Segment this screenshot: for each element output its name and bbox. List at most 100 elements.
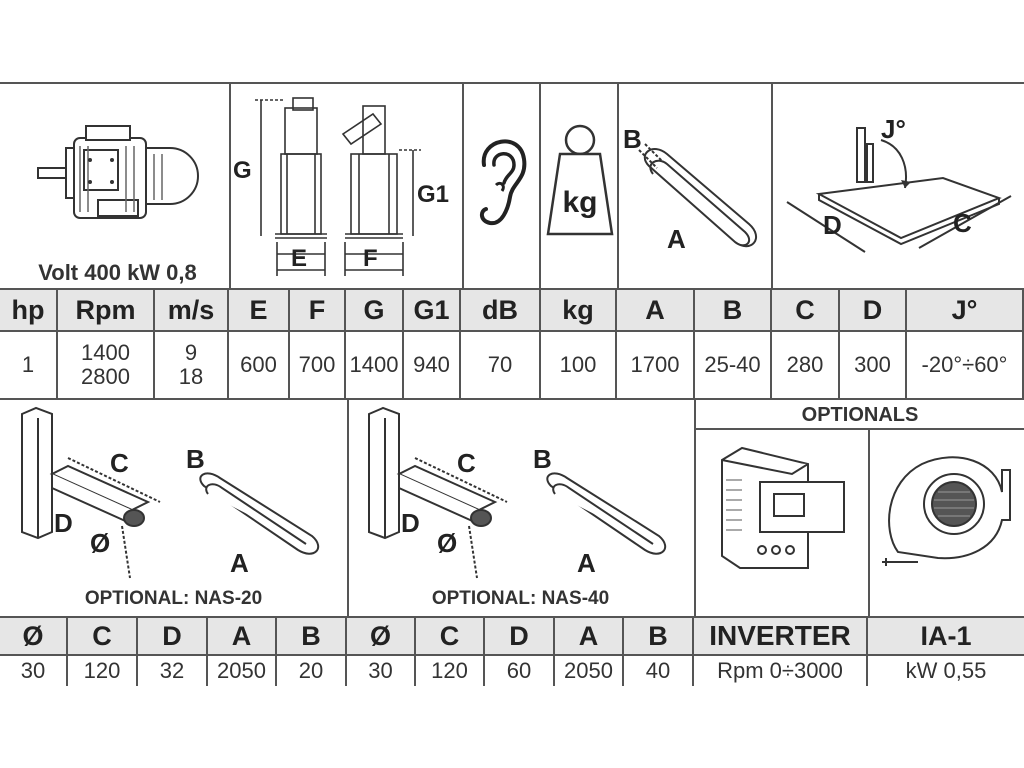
nas20-b-label: B: [186, 444, 205, 474]
dim-e-label: E: [291, 245, 307, 272]
spec-value-line: 18: [178, 364, 204, 389]
nas20-value: 30: [0, 654, 68, 686]
nas40-value: 2050: [555, 654, 624, 686]
spec-value: 25-40: [695, 332, 772, 398]
spec-value: 1700: [617, 332, 695, 398]
nas20-caption: OPTIONAL: NAS-20: [84, 588, 263, 609]
nas40-b-label: B: [533, 444, 552, 474]
nas40-header: D: [485, 616, 555, 654]
spec-header: dB: [461, 290, 541, 332]
nas40-d-label: D: [401, 508, 420, 538]
nas20-header: A: [208, 616, 277, 654]
spec-value-line: 70: [487, 352, 513, 377]
machine-dimensions-diagram: G G1 E F: [233, 97, 449, 276]
inverter-header: INVERTER: [694, 616, 868, 654]
spec-header: E: [229, 290, 290, 332]
nas20-diameter-label: Ø: [90, 528, 110, 558]
nas20-value: 20: [277, 654, 347, 686]
divider: [229, 82, 231, 290]
spec-value: 300: [840, 332, 907, 398]
divider: [347, 398, 349, 686]
nas40-diagram: C B D Ø A: [368, 406, 666, 579]
divider: [868, 428, 870, 686]
spec-value-line: 2800: [81, 364, 130, 389]
nas20-header: C: [68, 616, 138, 654]
nas40-a-label: A: [577, 548, 596, 578]
spec-value: 100: [541, 332, 617, 398]
spec-header: hp: [0, 290, 58, 332]
nas40-diameter-label: Ø: [437, 528, 457, 558]
divider: [696, 428, 1024, 430]
spec-value-line: 280: [786, 352, 824, 377]
divider: [462, 82, 464, 290]
nas20-a-label: A: [230, 548, 249, 578]
spec-header: G: [346, 290, 404, 332]
divider: [539, 82, 541, 290]
nas40-c-label: C: [457, 448, 476, 478]
spec-value: 700: [290, 332, 346, 398]
spec-header: A: [617, 290, 695, 332]
motor-caption: Volt 400 kW 0,8: [38, 260, 197, 285]
spec-value-line: 100: [559, 352, 597, 377]
spec-value: 600: [229, 332, 290, 398]
ear-icon: [479, 139, 527, 226]
nas40-value: 40: [624, 654, 694, 686]
nas20-value: 32: [138, 654, 208, 686]
nas20-diagram: C B D Ø A: [21, 406, 319, 579]
nas20-value: 120: [68, 654, 138, 686]
spec-value: 70: [461, 332, 541, 398]
spec-value-line: 25-40: [704, 352, 761, 377]
weight-icon: kg: [546, 124, 614, 236]
spec-header: F: [290, 290, 346, 332]
divider: [694, 398, 696, 686]
table-d-label: D: [823, 210, 842, 240]
spec-header: C: [772, 290, 840, 332]
spec-header: G1: [404, 290, 461, 332]
nas20-header: Ø: [0, 616, 68, 654]
spec-header: D: [840, 290, 907, 332]
spec-header: J°: [907, 290, 1024, 332]
divider: [771, 82, 773, 290]
ia1-header: IA-1: [868, 616, 1024, 654]
nas40-value: 120: [416, 654, 485, 686]
spec-value: 940: [404, 332, 461, 398]
belt-b-label: B: [623, 124, 642, 154]
table-c-label: C: [953, 208, 972, 238]
aspirator-icon: [882, 456, 1011, 566]
nas40-header: C: [416, 616, 485, 654]
nas20-header: D: [138, 616, 208, 654]
spec-header: m/s: [155, 290, 229, 332]
work-table-icon: J° D C: [786, 114, 1012, 253]
nas40-header: A: [555, 616, 624, 654]
inverter-icon: [721, 446, 845, 569]
nas20-value: 2050: [208, 654, 277, 686]
belt-icon: B A: [623, 124, 757, 254]
spec-value: -20°÷60°: [907, 332, 1024, 398]
spec-header: B: [695, 290, 772, 332]
optionals-title: OPTIONALS: [801, 404, 919, 426]
spec-value-line: 1400: [349, 352, 399, 377]
spec-value: 280: [772, 332, 840, 398]
spec-value-line: 1700: [630, 352, 680, 377]
top-icon-row: [0, 82, 1024, 290]
inverter-value: Rpm 0÷3000: [694, 654, 868, 686]
spec-value-line: 1: [21, 352, 35, 377]
ia1-value: kW 0,55: [868, 654, 1024, 686]
nas40-caption: OPTIONAL: NAS-40: [431, 588, 610, 609]
nas20-header: B: [277, 616, 347, 654]
dim-f-label: F: [363, 245, 378, 272]
nas40-value: 30: [347, 654, 416, 686]
spec-value: 1400: [346, 332, 404, 398]
spec-header: Rpm: [58, 290, 155, 332]
dim-g1-label: G1: [417, 181, 449, 208]
spec-value-line: 300: [854, 352, 891, 377]
nas40-header: B: [624, 616, 694, 654]
nas20-d-label: D: [54, 508, 73, 538]
nas40-header: Ø: [347, 616, 416, 654]
spec-value-line: -20°÷60°: [921, 352, 1008, 377]
nas20-c-label: C: [110, 448, 129, 478]
spec-value-line: 700: [298, 352, 336, 377]
spec-value-line: 600: [240, 352, 277, 377]
spec-value-line: 9: [184, 340, 198, 365]
